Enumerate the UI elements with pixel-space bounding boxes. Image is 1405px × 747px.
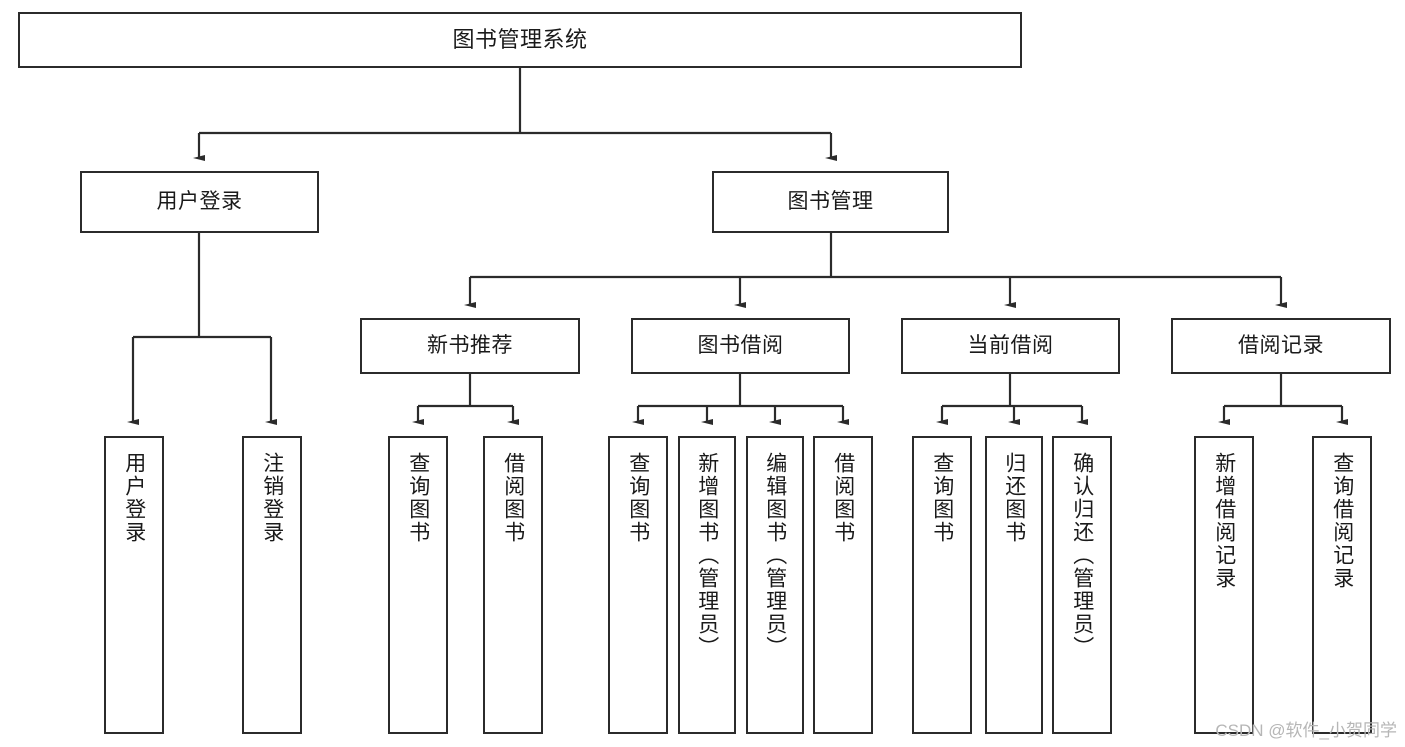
node-current-borrow-label: 当前借阅 bbox=[967, 333, 1054, 357]
leaf-user-login-login-label: 用户登录 bbox=[122, 452, 146, 544]
leaf-current-return-book[interactable]: 归还图书 bbox=[985, 436, 1043, 734]
leaf-recommend-query-book[interactable]: 查询图书 bbox=[388, 436, 448, 734]
node-book-borrow[interactable]: 图书借阅 bbox=[631, 318, 850, 374]
node-new-book-recommend-label: 新书推荐 bbox=[427, 333, 513, 357]
leaf-borrow-add-book-label: 新增图书（管理员） bbox=[695, 452, 719, 659]
leaf-record-add-record[interactable]: 新增借阅记录 bbox=[1194, 436, 1254, 734]
leaf-user-login-logout-label: 注销登录 bbox=[260, 452, 284, 544]
leaf-borrow-add-book[interactable]: 新增图书（管理员） bbox=[678, 436, 736, 734]
node-new-book-recommend[interactable]: 新书推荐 bbox=[360, 318, 580, 374]
node-current-borrow[interactable]: 当前借阅 bbox=[901, 318, 1120, 374]
leaf-borrow-query-book[interactable]: 查询图书 bbox=[608, 436, 668, 734]
node-root[interactable]: 图书管理系统 bbox=[18, 12, 1022, 68]
leaf-current-confirm-return[interactable]: 确认归还（管理员） bbox=[1052, 436, 1112, 734]
node-borrow-record[interactable]: 借阅记录 bbox=[1171, 318, 1391, 374]
node-user-login-label: 用户登录 bbox=[156, 189, 243, 213]
node-borrow-record-label: 借阅记录 bbox=[1238, 333, 1324, 357]
node-user-login[interactable]: 用户登录 bbox=[80, 171, 319, 233]
node-book-management-label: 图书管理 bbox=[787, 189, 874, 213]
leaf-current-return-book-label: 归还图书 bbox=[1002, 452, 1026, 544]
leaf-record-query-record[interactable]: 查询借阅记录 bbox=[1312, 436, 1372, 734]
leaf-borrow-borrow-book[interactable]: 借阅图书 bbox=[813, 436, 873, 734]
leaf-recommend-query-book-label: 查询图书 bbox=[406, 452, 430, 544]
leaf-borrow-query-book-label: 查询图书 bbox=[626, 452, 650, 544]
leaf-current-query-book-label: 查询图书 bbox=[930, 452, 954, 544]
leaf-current-confirm-return-label: 确认归还（管理员） bbox=[1070, 452, 1094, 659]
leaf-borrow-edit-book-label: 编辑图书（管理员） bbox=[763, 452, 787, 659]
leaf-borrow-borrow-book-label: 借阅图书 bbox=[831, 452, 855, 544]
leaf-user-login-login[interactable]: 用户登录 bbox=[104, 436, 164, 734]
node-root-label: 图书管理系统 bbox=[452, 27, 588, 53]
leaf-current-query-book[interactable]: 查询图书 bbox=[912, 436, 972, 734]
leaf-user-login-logout[interactable]: 注销登录 bbox=[242, 436, 302, 734]
node-book-borrow-label: 图书借阅 bbox=[697, 333, 784, 357]
leaf-recommend-borrow-book-label: 借阅图书 bbox=[501, 452, 525, 544]
leaf-record-query-record-label: 查询借阅记录 bbox=[1330, 452, 1354, 590]
node-book-management[interactable]: 图书管理 bbox=[712, 171, 949, 233]
watermark: CSDN @软件_小贺同学 bbox=[1215, 721, 1397, 740]
leaf-recommend-borrow-book[interactable]: 借阅图书 bbox=[483, 436, 543, 734]
leaf-borrow-edit-book[interactable]: 编辑图书（管理员） bbox=[746, 436, 804, 734]
leaf-record-add-record-label: 新增借阅记录 bbox=[1212, 452, 1236, 590]
